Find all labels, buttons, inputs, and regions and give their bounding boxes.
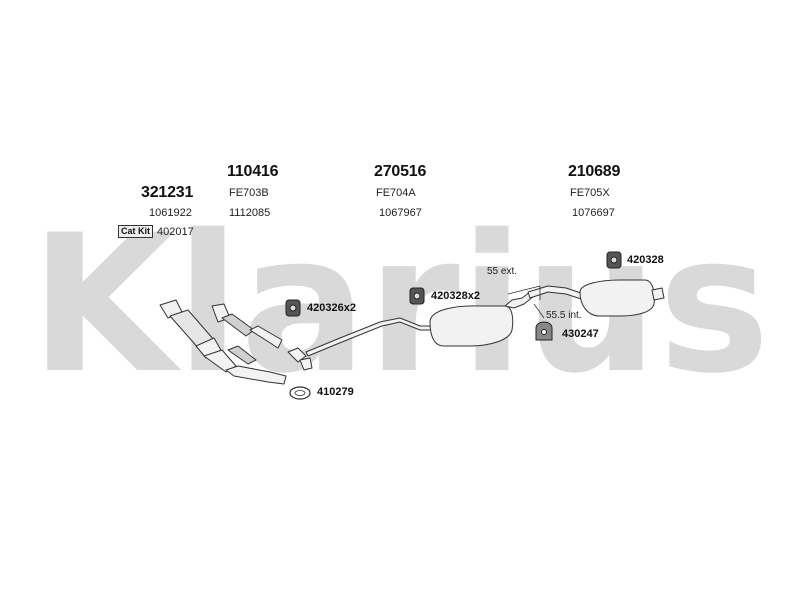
cat-kit-badge: Cat Kit bbox=[118, 225, 153, 238]
part-subcode-fe705x: FE705X bbox=[570, 187, 610, 199]
rear-silencer bbox=[579, 279, 665, 317]
part-number-110416: 110416 bbox=[227, 163, 279, 180]
tail-connect-pipe bbox=[527, 285, 585, 301]
gasket-clamp bbox=[287, 347, 307, 363]
part-subcode-1067967: 1067967 bbox=[379, 207, 422, 219]
intermediate-pipe bbox=[305, 317, 433, 357]
fitting-label-420328x2: 420328x2 bbox=[431, 290, 480, 302]
note-ext: 55 ext. bbox=[487, 266, 518, 277]
fitting-label-430247: 430247 bbox=[562, 328, 599, 340]
part-number-321231: 321231 bbox=[141, 184, 194, 201]
cat-kit-row: Cat Kit 402017 bbox=[118, 225, 194, 238]
clamp-bolt bbox=[299, 357, 313, 371]
part-subcode-1061922: 1061922 bbox=[149, 207, 192, 219]
part-subcode-fe703b: FE703B bbox=[229, 187, 269, 199]
part-number-270516: 270516 bbox=[374, 163, 427, 180]
part-subcode-1076697: 1076697 bbox=[572, 207, 615, 219]
clamp-430247 bbox=[535, 321, 553, 341]
middle-silencer bbox=[429, 291, 535, 347]
part-subcode-1112085: 1112085 bbox=[229, 207, 271, 219]
rubber-mount-420326 bbox=[285, 299, 301, 317]
fitting-label-410279: 410279 bbox=[317, 386, 354, 398]
note-int: 55.5 int. bbox=[546, 310, 582, 321]
rubber-mount-420328x2 bbox=[409, 287, 425, 305]
catalytic-converter bbox=[159, 299, 287, 385]
flex-front-pipe bbox=[211, 303, 283, 365]
fitting-label-420328: 420328 bbox=[627, 254, 664, 266]
rubber-mount-420328 bbox=[606, 251, 622, 269]
cat-kit-code: 402017 bbox=[157, 225, 194, 238]
fitting-label-420326x2: 420326x2 bbox=[307, 302, 356, 314]
part-subcode-fe704a: FE704A bbox=[376, 187, 416, 199]
sleeve-annotation bbox=[507, 285, 545, 319]
part-number-210689: 210689 bbox=[568, 163, 621, 180]
